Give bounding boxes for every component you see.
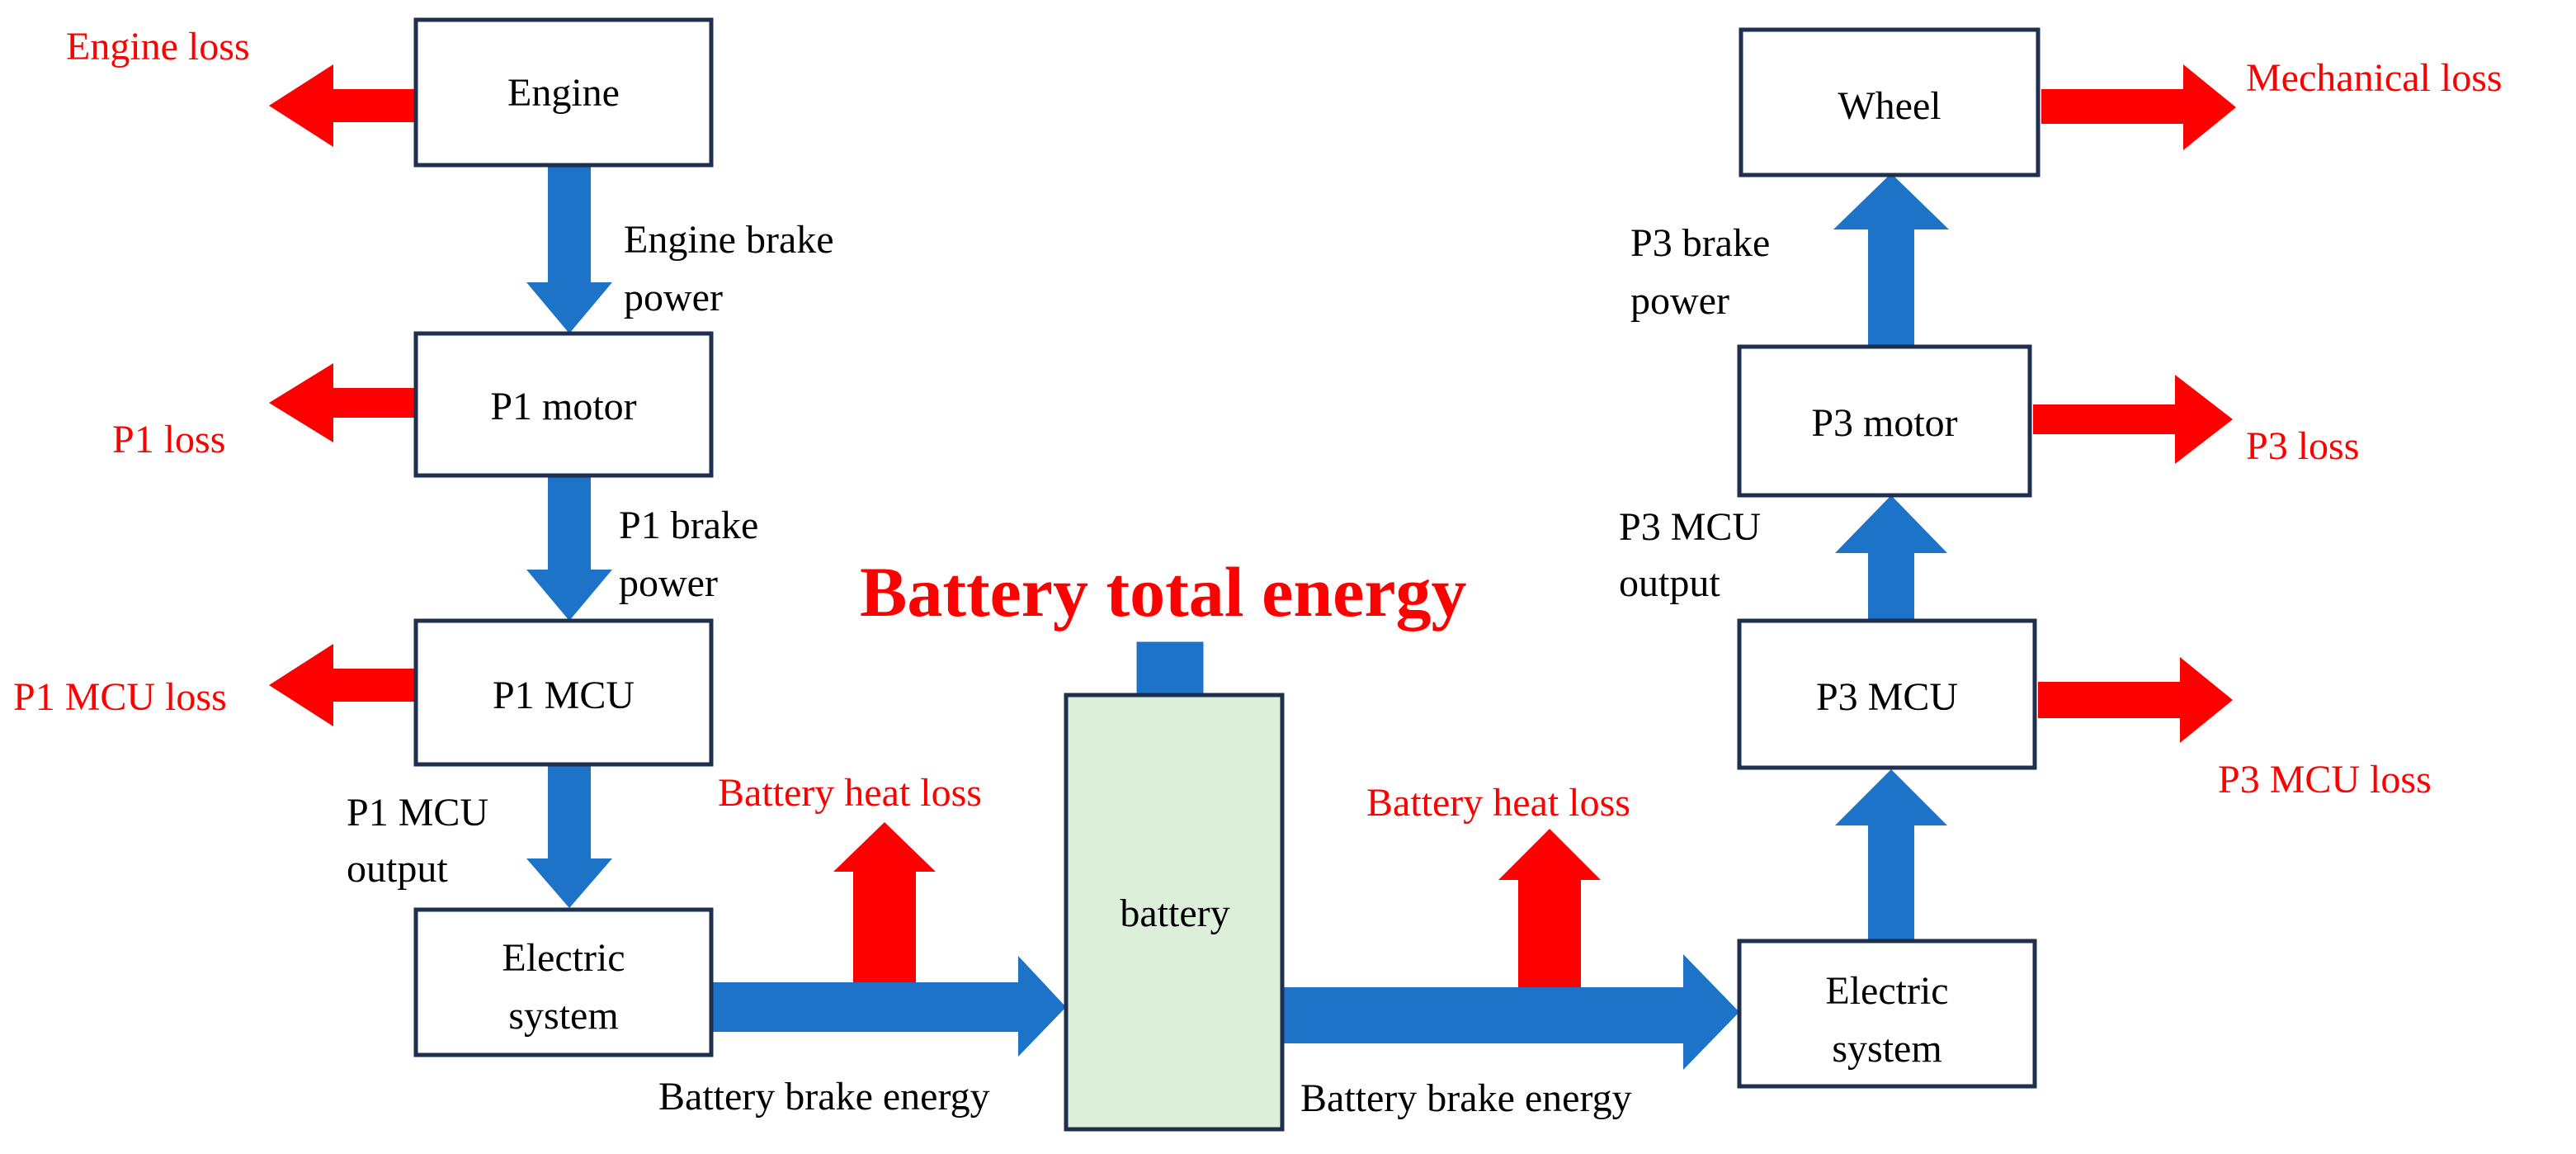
p3-loss-label: P3 loss xyxy=(2246,424,2359,468)
p1-mcu-loss-label: P1 MCU loss xyxy=(13,675,227,719)
electric-to-battery-arrow xyxy=(713,956,1066,1057)
p3-mcu-loss-arrow xyxy=(2038,657,2233,743)
battery-to-electric-arrow xyxy=(1284,954,1739,1070)
p1-loss-arrow xyxy=(269,363,416,442)
battery-box xyxy=(1064,693,1285,1132)
p3-loss-arrow xyxy=(2033,375,2233,464)
electric-system-left-label-line1: Electric xyxy=(502,936,625,980)
electric-system-left-label-line2: system xyxy=(508,994,618,1038)
engine-box xyxy=(413,17,714,168)
electric-to-p3-mcu-arrow xyxy=(1835,769,1947,941)
p1-brake-power-label-line2: power xyxy=(619,561,718,605)
p3-motor-box xyxy=(1737,344,2032,498)
p1-mcu-loss-arrow xyxy=(269,644,416,726)
battery-heat-loss-left-label: Battery heat loss xyxy=(718,771,982,815)
p1-motor-box xyxy=(413,331,714,478)
p3-mcu-loss-label: P3 MCU loss xyxy=(2218,758,2432,802)
diagram-title: Battery total energy xyxy=(860,552,1467,631)
p3-motor-to-wheel-arrow xyxy=(1833,173,1949,347)
p3-mcu-to-motor-arrow xyxy=(1835,495,1947,621)
wheel-box-label: Wheel xyxy=(1838,84,1941,128)
p1-brake-power-label-line1: P1 brake xyxy=(619,504,758,547)
p1-mcu-output-label-line2: output xyxy=(347,847,448,891)
p1-loss-label: P1 loss xyxy=(112,418,225,461)
p3-mcu-box xyxy=(1737,618,2037,770)
electric-system-left-box xyxy=(413,907,714,1057)
p3-mcu-box-label: P3 MCU xyxy=(1816,675,1958,719)
battery-heat-loss-right-label: Battery heat loss xyxy=(1366,781,1630,825)
battery-terminal xyxy=(1136,641,1204,698)
battery-heat-loss-left-arrow xyxy=(833,822,936,984)
battery-brake-energy-right-label: Battery brake energy xyxy=(1300,1076,1632,1120)
p1-to-mcu-arrow xyxy=(526,475,612,621)
battery-heat-loss-right-arrow xyxy=(1498,829,1601,989)
p3-brake-power-label-line1: P3 brake xyxy=(1630,221,1770,265)
mcu-to-electric-arrow xyxy=(526,764,612,908)
engine-loss-label: Engine loss xyxy=(66,25,250,69)
electric-system-right-box xyxy=(1737,939,2037,1089)
battery-brake-energy-left-label: Battery brake energy xyxy=(658,1075,990,1119)
p1-motor-box-label: P1 motor xyxy=(490,385,636,428)
p3-mcu-output-label-line1: P3 MCU xyxy=(1619,505,1761,549)
mechanical-loss-arrow xyxy=(2041,64,2236,150)
p3-motor-box-label: P3 motor xyxy=(1811,401,1957,445)
p3-brake-power-label-line2: power xyxy=(1630,279,1729,323)
engine-brake-power-label-line1: Engine brake xyxy=(624,218,834,262)
engine-brake-power-label-line2: power xyxy=(624,276,723,319)
p3-mcu-output-label-line2: output xyxy=(1619,561,1720,605)
mechanical-loss-label: Mechanical loss xyxy=(2246,56,2503,100)
battery-box-label: battery xyxy=(1120,892,1229,935)
electric-system-right-label-line1: Electric xyxy=(1825,969,1948,1013)
p1-mcu-box xyxy=(413,618,714,767)
engine-to-p1-arrow xyxy=(526,165,612,333)
wheel-box xyxy=(1739,27,2041,177)
electric-system-right-label-line2: system xyxy=(1832,1027,1941,1071)
engine-loss-arrow xyxy=(269,64,416,147)
p1-mcu-box-label: P1 MCU xyxy=(493,674,635,717)
engine-box-label: Engine xyxy=(507,71,620,115)
p1-mcu-output-label-line1: P1 MCU xyxy=(347,791,488,835)
